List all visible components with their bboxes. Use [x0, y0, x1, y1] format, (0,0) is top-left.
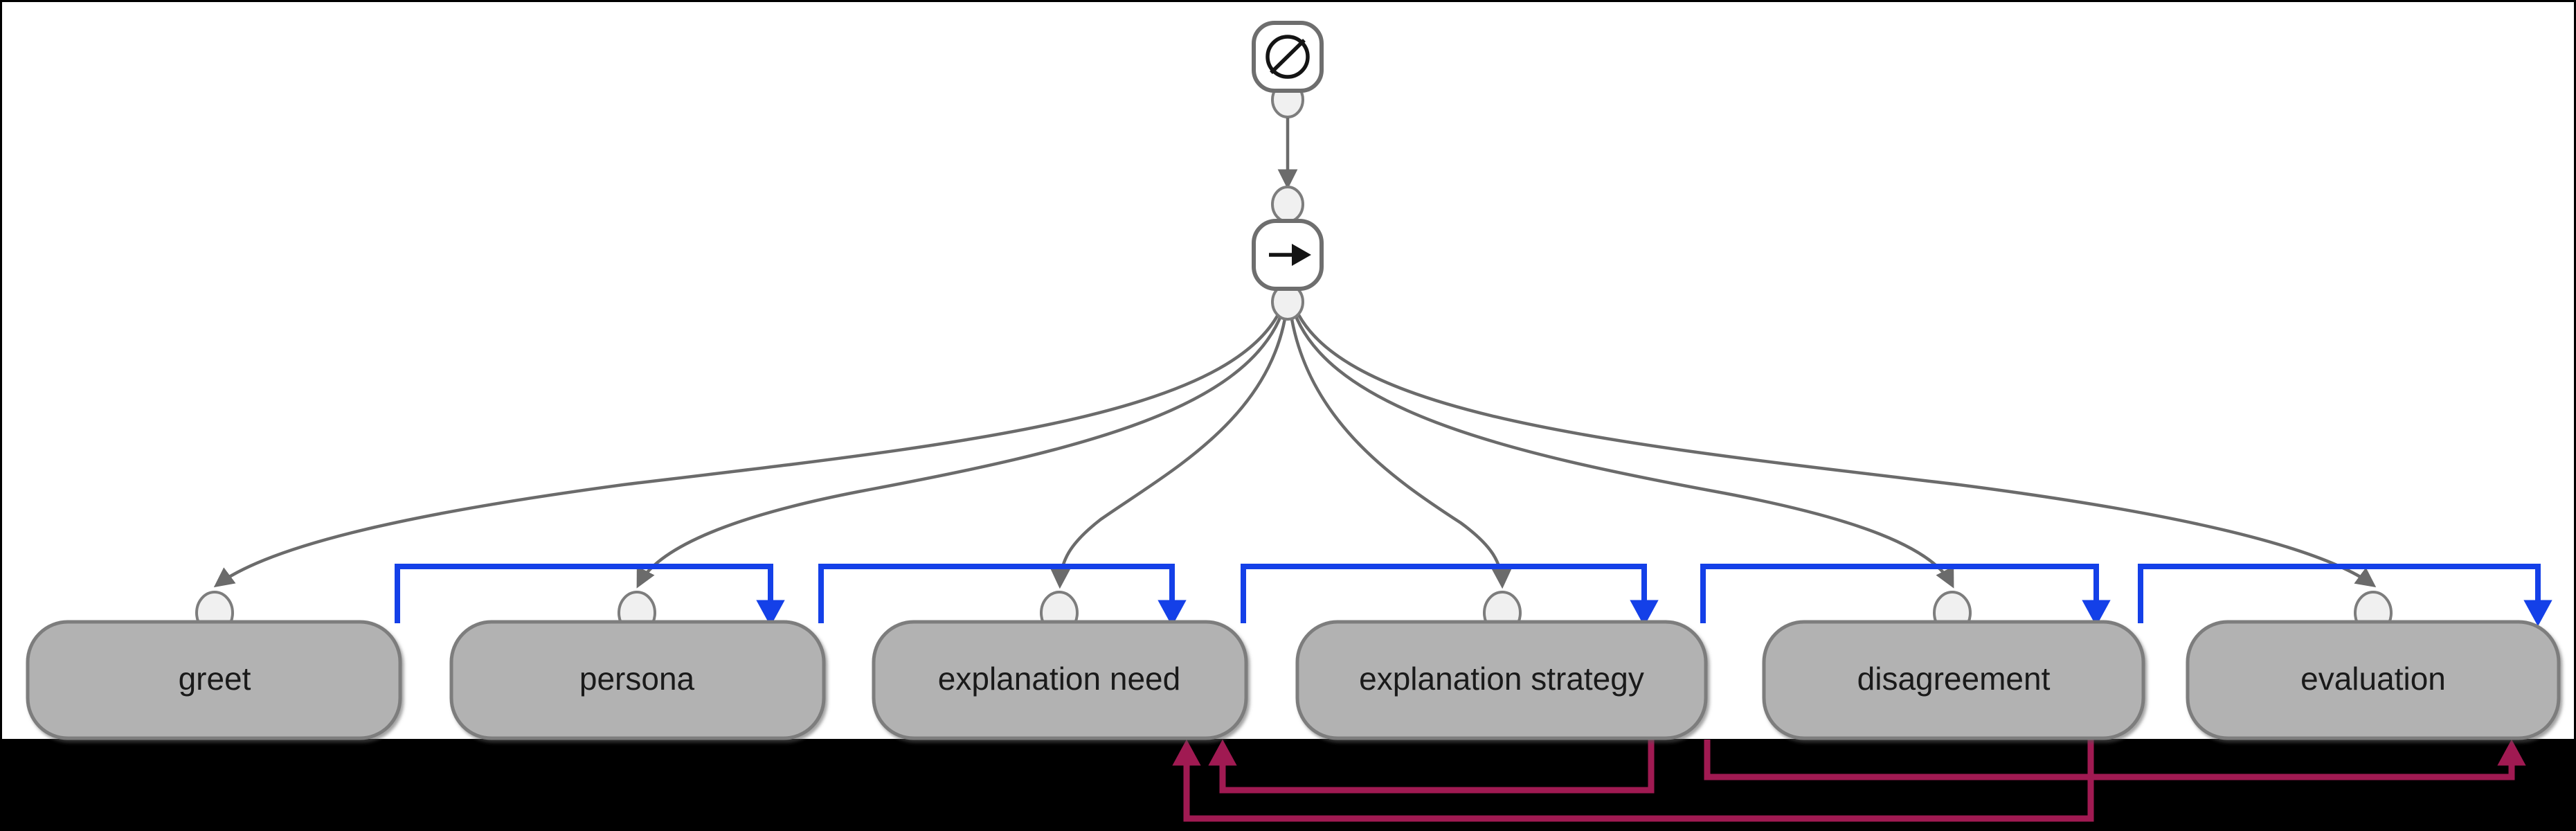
blue-edge-explanation-need-to-explanation-strategy	[1241, 564, 1659, 627]
node-persona-box[interactable]	[449, 620, 826, 740]
blue-edge-disagreement-to-evaluation	[2138, 564, 2552, 627]
port-arrow-in[interactable]	[1271, 186, 1304, 223]
operator-group	[1252, 21, 1324, 321]
edge-arrow-to-persona	[636, 298, 1288, 589]
node-disagreement-box[interactable]	[1762, 620, 2145, 740]
blue-edge-greet-to-persona	[395, 564, 785, 627]
operator-arrow[interactable]	[1252, 186, 1324, 321]
crimson-edge-group	[1172, 739, 2526, 822]
right-arrow-icon	[1269, 244, 1311, 266]
crimson-edge-disagreement-to-evaluation	[1704, 739, 2526, 780]
edge-arrow-to-explanation-strategy	[1287, 298, 1512, 589]
node-greet-box[interactable]	[26, 620, 402, 740]
edge-arrow-to-explanation-need	[1050, 298, 1290, 589]
operator-empty-set[interactable]	[1252, 21, 1324, 118]
node-explanation-strategy-box[interactable]	[1295, 620, 1708, 740]
gray-edge-group	[213, 298, 2377, 589]
blue-edge-persona-to-explanation-need	[818, 564, 1187, 627]
blue-edge-group	[395, 564, 2552, 627]
node-evaluation-box[interactable]	[2186, 620, 2561, 740]
edge-arrow-to-greet	[213, 298, 1287, 588]
edge-arrow-to-disagreement	[1288, 298, 1954, 589]
blue-edge-explanation-strategy-to-disagreement	[1700, 564, 2111, 627]
node-explanation-need-box[interactable]	[872, 620, 1248, 740]
edge-arrow-to-evaluation	[1290, 298, 2377, 588]
crimson-edge-explanation-strategy-to-explanation-need	[1208, 739, 1655, 794]
empty-set-icon	[1266, 35, 1310, 79]
